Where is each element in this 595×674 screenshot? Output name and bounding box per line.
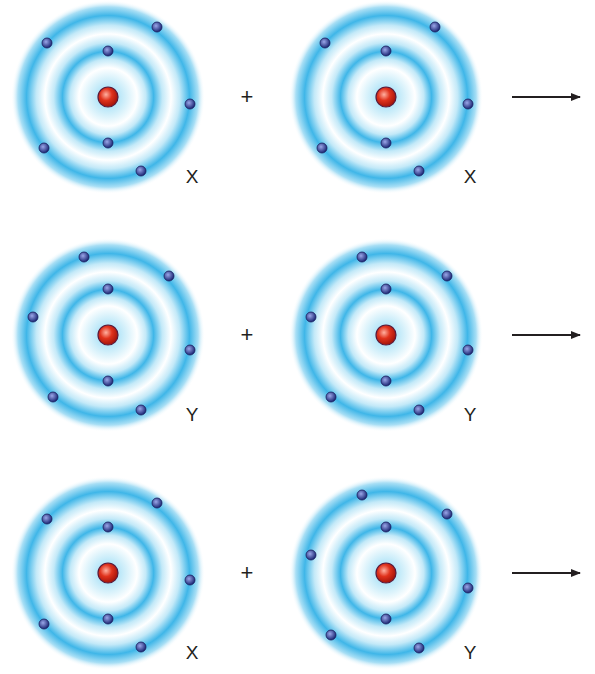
atom-drawing <box>289 0 483 194</box>
atom-drawing <box>11 476 205 670</box>
atom-symbol: X <box>464 167 477 186</box>
atom-model: X <box>11 476 205 670</box>
atom-symbol: X <box>186 643 199 662</box>
plus-sign: + <box>241 562 254 584</box>
plus-sign: + <box>241 324 254 346</box>
atom-symbol: X <box>186 167 199 186</box>
reaction-arrow <box>512 572 580 574</box>
atom-model: Y <box>289 238 483 432</box>
atom-model: Y <box>289 476 483 670</box>
plus-sign: + <box>241 86 254 108</box>
atom-drawing <box>11 238 205 432</box>
atom-symbol: Y <box>464 405 477 424</box>
atom-model: Y <box>11 238 205 432</box>
reaction-arrow <box>512 96 580 98</box>
atom-symbol: Y <box>464 643 477 662</box>
reaction-arrow <box>512 334 580 336</box>
atom-drawing <box>289 476 483 670</box>
atom-symbol: Y <box>186 405 199 424</box>
atom-drawing <box>289 238 483 432</box>
atom-model: X <box>11 0 205 194</box>
atom-model: X <box>289 0 483 194</box>
atom-drawing <box>11 0 205 194</box>
